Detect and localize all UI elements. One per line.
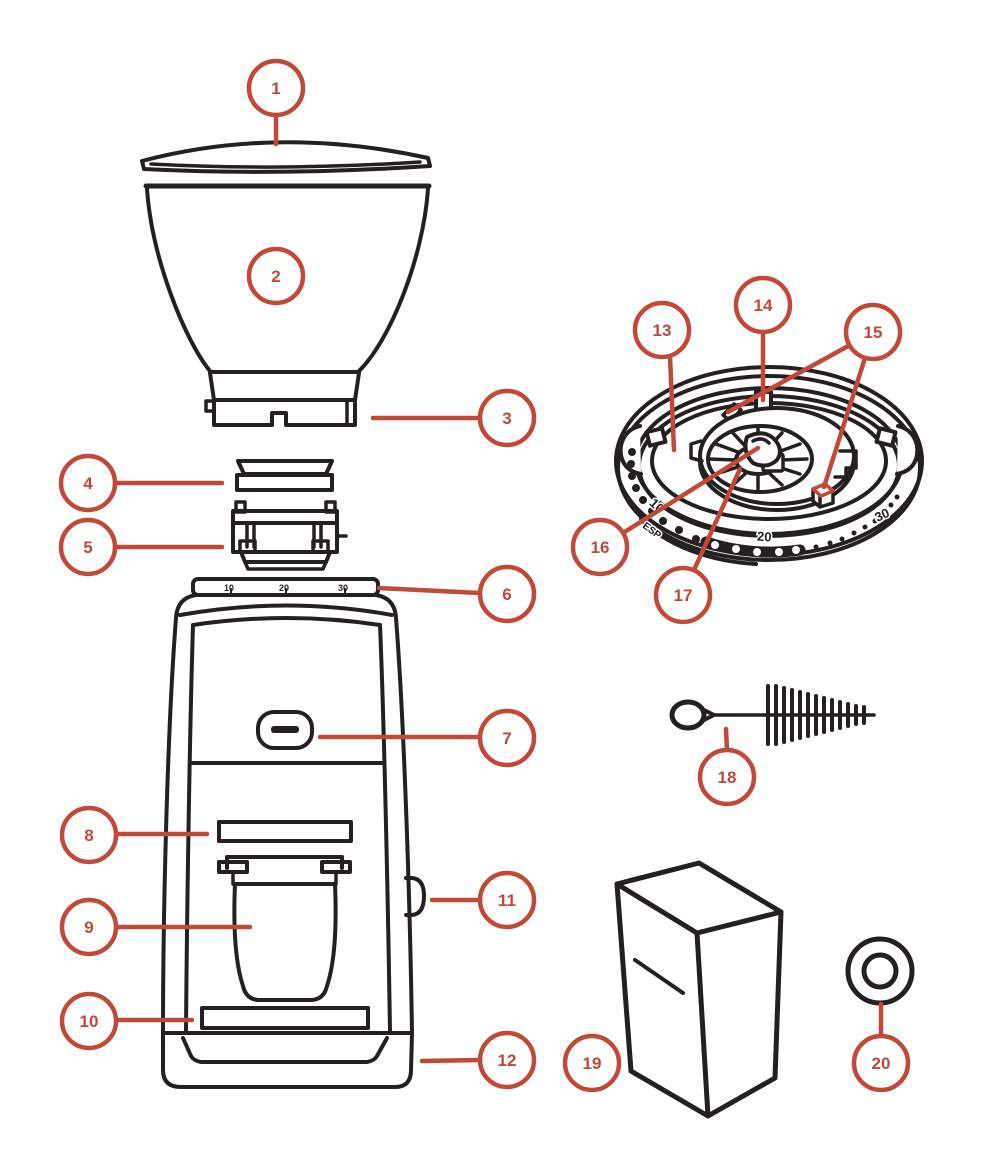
part-6-grind-adjustment-collar: 10 20 30 [191,577,380,597]
svg-text:11: 11 [498,891,516,910]
callout-13: 13 [632,300,692,360]
calibration-shim [811,482,835,509]
callout-12: 12 [477,1030,537,1090]
part-8-grounds-chute-slot [217,820,353,843]
callout-leaders [112,112,884,1064]
svg-text:1: 1 [271,79,280,98]
svg-text:13: 13 [653,321,672,340]
svg-text:18: 18 [718,768,737,787]
part-2-bean-hopper [143,183,432,373]
grinder-body [161,593,426,1089]
svg-text:4: 4 [83,474,93,493]
svg-text:2: 2 [271,267,280,286]
callout-14: 14 [733,275,793,335]
part-7-pulse-button [256,710,314,750]
callout-2: 2 [246,246,306,306]
callout-4: 4 [58,453,118,513]
callout-17: 17 [653,565,713,625]
strip-label-10: 10 [224,583,234,593]
svg-text:10: 10 [80,1012,99,1031]
dial-label-esp: ESP [640,521,663,542]
part-18-cleaning-brush [669,684,876,746]
svg-text:17: 17 [674,586,693,605]
callout-19: 19 [562,1033,622,1093]
cone-burr [706,424,814,494]
svg-text:20: 20 [872,1054,891,1073]
svg-text:5: 5 [83,538,92,557]
callout-16: 16 [570,517,630,577]
ring-right-ear-tab [895,424,920,476]
callout-10: 10 [59,991,119,1051]
callout-5: 5 [58,517,118,577]
dial-dot-band [700,536,806,558]
callout-badges: 1 2 3 4 5 6 7 8 9 10 11 12 13 14 15 16 1… [58,58,911,1093]
svg-text:12: 12 [498,1051,517,1070]
dial-label-20: 20 [757,529,772,545]
callout-6: 6 [477,564,537,624]
part-3-hopper-base [204,370,361,427]
part-9-grounds-bin [217,855,352,1002]
adjustment-ring-assembly: 10 ESP 20 30 [614,365,924,566]
part-19-packaging-box [614,860,784,1119]
part-11-power-switch [404,876,426,917]
part-10-drip-tray [200,1006,370,1030]
strip-label-20: 20 [279,583,289,593]
svg-text:16: 16 [591,538,610,557]
part-4-silicone-gasket [235,459,334,492]
callout-3: 3 [477,388,537,448]
callout-18: 18 [697,747,757,807]
callout-15: 15 [843,302,903,362]
callout-1: 1 [246,58,306,118]
callout-20: 20 [851,1033,911,1093]
svg-text:15: 15 [864,323,883,342]
callout-7: 7 [477,708,537,768]
svg-text:6: 6 [502,585,511,604]
svg-text:7: 7 [502,729,511,748]
svg-text:9: 9 [84,918,93,937]
part-1-hopper-lid [140,140,432,174]
svg-text:19: 19 [583,1054,602,1073]
svg-text:8: 8 [84,826,93,845]
svg-text:14: 14 [754,296,773,315]
part-20-grommet-ring [845,936,915,1006]
dial-dots [627,448,900,556]
part-12-base [161,1031,414,1089]
strip-label-30: 30 [338,583,348,593]
part-5-burr-holder [231,500,348,571]
callout-8: 8 [59,805,119,865]
callout-9: 9 [59,897,119,957]
callout-11: 11 [477,870,537,930]
svg-text:3: 3 [502,409,511,428]
